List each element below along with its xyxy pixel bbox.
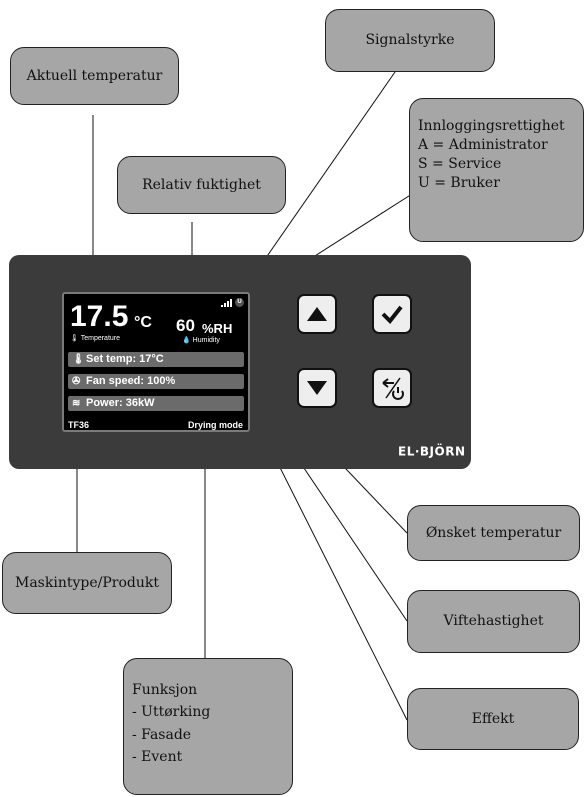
humidity-unit: %RH bbox=[202, 321, 233, 336]
callout-innlogging-line-2: A = Administrator bbox=[418, 136, 548, 153]
callout-aktuell-temperatur: Aktuell temperatur bbox=[10, 47, 179, 105]
temperature-value: 17.5 bbox=[70, 300, 129, 333]
callout-maskintype-text: Maskintype/Produkt bbox=[15, 574, 159, 591]
humidity-label-text: Humidity bbox=[192, 337, 220, 344]
callout-innlogging-line-1: Innloggingsrettighet bbox=[418, 118, 565, 134]
mode-label: Drying mode bbox=[187, 420, 243, 430]
callout-onsket-temperatur: Ønsket temperatur bbox=[407, 505, 580, 561]
callout-innlogging: Innloggingsrettighet A = Administrator S… bbox=[409, 98, 584, 242]
callout-effekt-text: Effekt bbox=[471, 710, 515, 727]
callout-viftehastighet: Viftehastighet bbox=[407, 590, 580, 653]
callout-viftehastighet-text: Viftehastighet bbox=[443, 613, 544, 630]
humidity-label: 💧 Humidity bbox=[182, 336, 220, 344]
back-power-icon bbox=[382, 377, 404, 400]
heater-icon: ≋ bbox=[72, 398, 81, 409]
fan-icon: ✇ bbox=[72, 376, 81, 387]
fan-speed-row: ✇ Fan speed: 100% bbox=[68, 374, 244, 389]
callout-funksjon-line-3: - Fasade bbox=[132, 726, 192, 743]
display-screen: 17.5 °C 🌡 Temperature 60 %RH 💧 Humidity … bbox=[62, 292, 250, 432]
up-button[interactable] bbox=[297, 294, 337, 334]
temperature-unit: °C bbox=[134, 314, 152, 331]
set-temp-row: 🌡Set temp: 17°C bbox=[68, 352, 244, 367]
callout-relativ-fuktighet: Relativ fuktighet bbox=[117, 156, 286, 214]
brand-logo: EL·BJÖRN bbox=[398, 444, 488, 460]
thermometer-icon: 🌡 bbox=[72, 354, 85, 365]
down-arrow-icon bbox=[307, 381, 327, 395]
elbjorn-logo-icon bbox=[472, 444, 488, 460]
callout-funksjon-line-1: Funksjon bbox=[132, 682, 198, 698]
humidity-drop-icon: 💧 bbox=[182, 337, 191, 344]
callout-effekt: Effekt bbox=[407, 688, 579, 750]
checkmark-icon bbox=[381, 305, 403, 324]
fan-speed-text: Fan speed: 100% bbox=[86, 375, 176, 387]
callout-maskintype: Maskintype/Produkt bbox=[2, 552, 172, 614]
callout-signalstyrke-text: Signalstyrke bbox=[365, 32, 455, 49]
down-button[interactable] bbox=[297, 368, 337, 408]
power-text: Power: 36kW bbox=[86, 397, 155, 409]
up-arrow-icon bbox=[307, 307, 327, 321]
confirm-button[interactable] bbox=[372, 294, 412, 334]
power-row: ≋ Power: 36kW bbox=[68, 396, 244, 411]
brand-logo-text: EL·BJÖRN bbox=[398, 444, 466, 459]
set-temp-text: Set temp: 17°C bbox=[86, 353, 164, 365]
humidity-value: 60 bbox=[176, 316, 195, 335]
callout-relativ-fuktighet-text: Relativ fuktighet bbox=[142, 176, 261, 193]
callout-signalstyrke: Signalstyrke bbox=[325, 9, 495, 72]
temperature-label: 🌡 Temperature bbox=[70, 334, 120, 342]
callout-funksjon-line-2: - Uttørking bbox=[132, 704, 211, 721]
access-level-badge: U bbox=[235, 298, 244, 307]
callout-onsket-temperatur-text: Ønsket temperatur bbox=[425, 524, 562, 541]
back-power-button[interactable] bbox=[372, 368, 412, 408]
signal-strength-icon bbox=[221, 299, 232, 307]
callout-funksjon: Funksjon - Uttørking - Fasade - Event bbox=[123, 658, 293, 795]
thermometer-icon: 🌡 bbox=[70, 335, 79, 342]
callout-innlogging-line-4: U = Bruker bbox=[418, 174, 500, 191]
product-label: TF36 bbox=[68, 420, 90, 430]
callout-funksjon-line-4: - Event bbox=[132, 749, 183, 766]
callout-aktuell-temperatur-text: Aktuell temperatur bbox=[26, 67, 163, 84]
temperature-label-text: Temperature bbox=[80, 335, 121, 342]
callout-innlogging-line-3: S = Service bbox=[418, 155, 502, 172]
